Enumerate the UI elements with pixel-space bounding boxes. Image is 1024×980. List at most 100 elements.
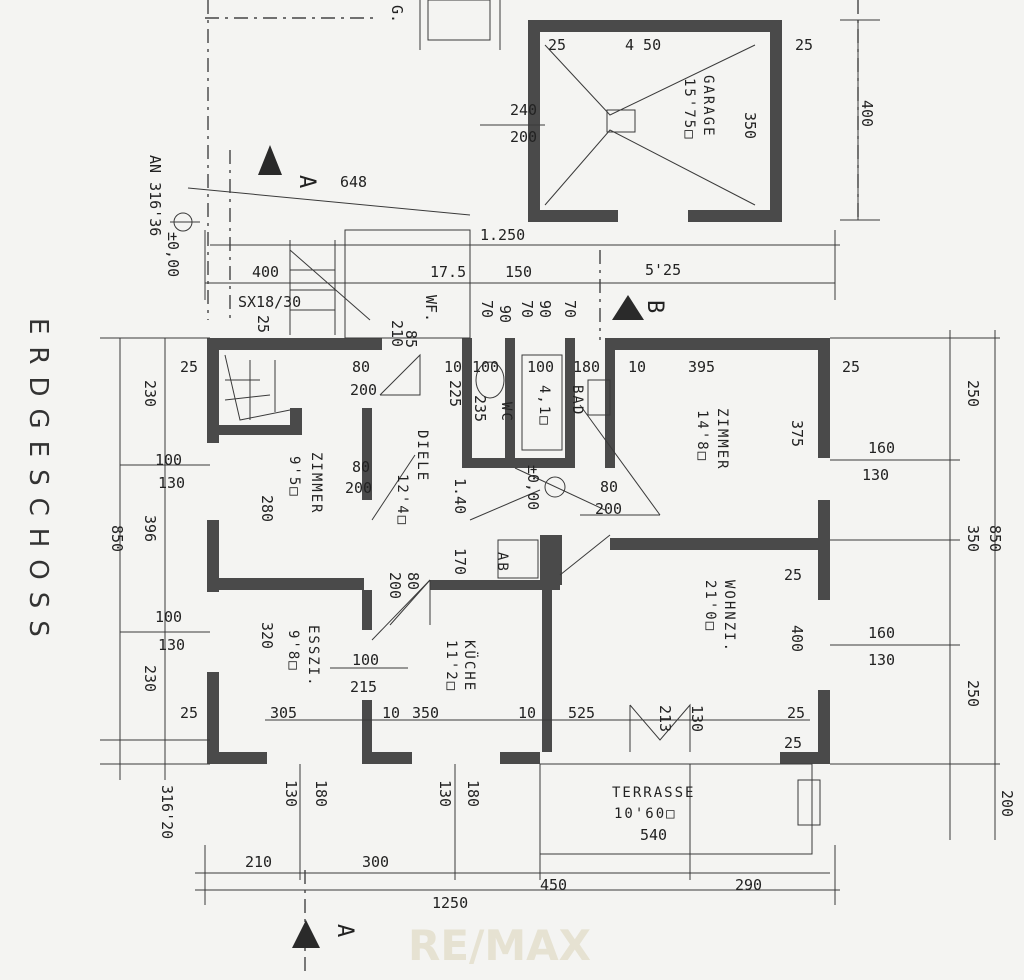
dim-225: 225 bbox=[446, 380, 464, 407]
room-garage-area: 15'75□ bbox=[681, 78, 697, 141]
dim-648: 648 bbox=[340, 173, 367, 191]
room-bad-area: 4,1□ bbox=[536, 385, 552, 427]
section-label-a-bottom: A bbox=[332, 924, 357, 939]
dim-200b: 200 bbox=[345, 479, 372, 497]
dim-175: 17.5 bbox=[430, 263, 466, 281]
room-esszi-name: ESSZI. bbox=[305, 625, 321, 688]
room-garage-name: GARAGE bbox=[700, 75, 716, 138]
dim-400-w: 400 bbox=[788, 625, 806, 652]
dim-90b: 90 bbox=[536, 300, 554, 318]
dim-100-l1: 100 bbox=[155, 451, 182, 469]
dim-180-b: 180 bbox=[464, 780, 482, 807]
g-note: G. bbox=[388, 5, 406, 23]
dim-garage-25b: 25 bbox=[795, 36, 813, 54]
dim-150: 150 bbox=[505, 263, 532, 281]
room-kueche-name: KÜCHE bbox=[461, 640, 479, 692]
dim-100c: 100 bbox=[352, 651, 379, 669]
room-diele-area: 12'4□ bbox=[394, 474, 410, 526]
dim-100b: 100 bbox=[527, 358, 554, 376]
dim-10c: 10 bbox=[382, 704, 400, 722]
dim-210-top: 210 bbox=[388, 320, 406, 347]
dim-130-door: 130 bbox=[688, 705, 706, 732]
dim-213: 213 bbox=[656, 705, 674, 732]
dim-396: 396 bbox=[141, 515, 159, 542]
dim-1250-bottom: 1250 bbox=[432, 894, 468, 912]
section-arrow-icon bbox=[612, 295, 644, 320]
room-labels: GARAGE 15'75□ ZIMMER 14'8□ ZIMMER 9'5□ D… bbox=[285, 75, 737, 822]
dim-25-b: 25 bbox=[784, 734, 802, 752]
dim-230a: 230 bbox=[141, 380, 159, 407]
room-kueche-area: 11'2□ bbox=[443, 640, 459, 692]
dim-300: 300 bbox=[362, 853, 389, 871]
dim-850-left: 850 bbox=[108, 525, 126, 552]
dim-280: 280 bbox=[258, 495, 276, 522]
dim-130-a: 130 bbox=[282, 780, 300, 807]
dim-70c: 70 bbox=[561, 300, 579, 318]
dim-180: 180 bbox=[573, 358, 600, 376]
dim-25-bl: 25 bbox=[180, 704, 198, 722]
dim-130-l2: 130 bbox=[158, 636, 185, 654]
dim-10a: 10 bbox=[444, 358, 462, 376]
dim-70a: 70 bbox=[478, 300, 496, 318]
room-diele-name: DIELE bbox=[414, 430, 430, 482]
dim-garage-350: 350 bbox=[741, 112, 759, 139]
room-wohnzi-name: WOHNZI. bbox=[721, 580, 737, 653]
dim-235: 235 bbox=[471, 395, 489, 422]
dim-garage-240: 240 bbox=[510, 101, 537, 119]
an-note-bottom: 316'20 bbox=[158, 785, 176, 839]
dim-525: 525 bbox=[568, 704, 595, 722]
dim-305: 305 bbox=[270, 704, 297, 722]
an-note-left: AN 316'36 bbox=[146, 155, 164, 236]
room-terrasse-name: TERRASSE bbox=[612, 785, 695, 801]
dim-395: 395 bbox=[688, 358, 715, 376]
dim-160a: 160 bbox=[868, 439, 895, 457]
dim-525-top: 5'25 bbox=[645, 261, 681, 279]
stair-note: SX18/30 bbox=[238, 293, 301, 311]
dim-160b: 160 bbox=[868, 624, 895, 642]
dim-400-top: 400 bbox=[252, 263, 279, 281]
section-arrows: A B A bbox=[258, 145, 667, 948]
dim-80b: 80 bbox=[352, 458, 370, 476]
dim-350-r: 350 bbox=[964, 525, 982, 552]
dim-130b: 130 bbox=[868, 651, 895, 669]
dim-25-m: 25 bbox=[784, 566, 802, 584]
dim-130a: 130 bbox=[862, 466, 889, 484]
dim-200c: 200 bbox=[595, 500, 622, 518]
dim-100-l2: 100 bbox=[155, 608, 182, 626]
dim-80d: 80 bbox=[404, 572, 422, 590]
section-label-a-top: A bbox=[294, 175, 319, 190]
room-wc-name: WC bbox=[498, 402, 514, 423]
dim-850-right: 850 bbox=[986, 525, 1004, 552]
dim-230b: 230 bbox=[141, 665, 159, 692]
elevation-center: ±0,00 bbox=[524, 465, 542, 510]
section-arrow-icon bbox=[258, 145, 282, 175]
floor-title: ERDGESCHOSS bbox=[23, 318, 53, 649]
room-zimmer-left-area: 9'5□ bbox=[286, 456, 302, 498]
dim-170: 170 bbox=[451, 548, 469, 575]
dim-250a: 250 bbox=[964, 380, 982, 407]
dim-100a: 100 bbox=[472, 358, 499, 376]
dim-450: 450 bbox=[540, 876, 567, 894]
room-esszi-area: 9'8□ bbox=[285, 630, 301, 672]
dim-25-tl: 25 bbox=[180, 358, 198, 376]
dim-90a: 90 bbox=[496, 305, 514, 323]
dim-200a: 200 bbox=[350, 381, 377, 399]
dim-70b: 70 bbox=[518, 300, 536, 318]
dim-210: 210 bbox=[245, 853, 272, 871]
lines bbox=[100, 0, 1000, 975]
dimensions: 648 1.250 400 17.5 150 5'25 25 4 50 25 2… bbox=[108, 36, 1016, 912]
dim-215: 215 bbox=[350, 678, 377, 696]
room-zimmer-left-name: ZIMMER bbox=[308, 452, 324, 515]
dim-10d: 10 bbox=[518, 704, 536, 722]
room-zimmer-right-area: 14'8□ bbox=[694, 410, 710, 462]
room-ab-name: AB bbox=[494, 552, 510, 573]
dim-540: 540 bbox=[640, 826, 667, 844]
dim-garage-25a: 25 bbox=[548, 36, 566, 54]
room-terrasse-area: 10'60□ bbox=[614, 806, 677, 822]
dim-320: 320 bbox=[258, 622, 276, 649]
dim-130-l1: 130 bbox=[158, 474, 185, 492]
room-wohnzi-area: 21'0□ bbox=[702, 580, 718, 632]
dim-garage-450: 4 50 bbox=[625, 36, 661, 54]
room-bad-name: BAD bbox=[569, 385, 585, 416]
dim-80a: 80 bbox=[352, 358, 370, 376]
